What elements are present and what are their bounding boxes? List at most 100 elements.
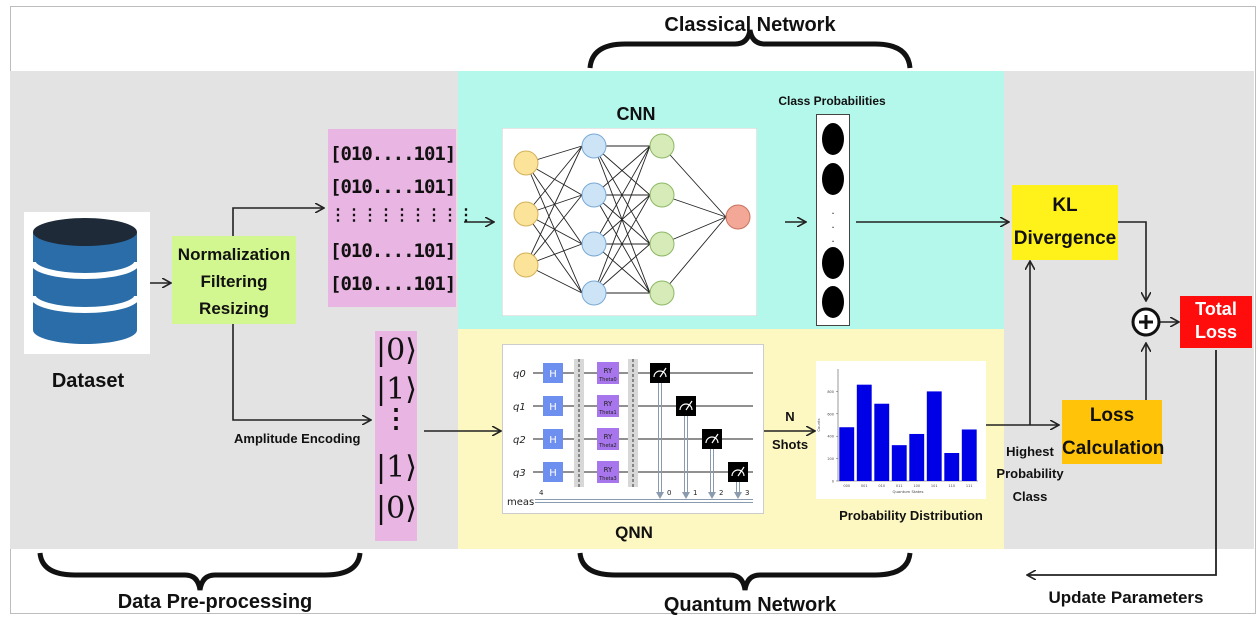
- chart-bar: [926, 391, 942, 481]
- probability-node: [822, 286, 844, 318]
- ry-gate: [597, 395, 619, 417]
- data-preprocessing-brace: [37, 552, 363, 591]
- loss-calculation-box: Loss Calculation: [1062, 400, 1165, 464]
- loss-total-label: Loss: [1194, 322, 1237, 342]
- svg-text:.: .: [831, 231, 834, 245]
- hadamard-gate: [543, 363, 563, 383]
- binary-row-4: [010....101]: [330, 273, 456, 295]
- binary-row-dots: ⋮⋮⋮⋮⋮⋮⋮⋮⋮: [330, 205, 474, 224]
- ket-dots: ⋮: [383, 404, 409, 434]
- loss-label: Loss: [1089, 405, 1135, 426]
- chart-bar: [874, 403, 890, 481]
- chart-tick-label: 111: [966, 484, 973, 488]
- classical-network-title: Classical Network: [664, 14, 836, 36]
- highest-label: Highest: [1006, 444, 1054, 459]
- chart-tick-label: 100: [913, 484, 920, 488]
- neuron-node: [513, 252, 539, 278]
- preprocess-normalization: Normalization: [177, 245, 291, 264]
- update-parameters-arrow: [1028, 350, 1217, 575]
- chart-tick-label: 001: [861, 484, 868, 488]
- svg-text:2: 2: [719, 489, 723, 497]
- svg-text:RY: RY: [604, 466, 613, 474]
- binary-row-1: [010....101]: [330, 143, 456, 165]
- svg-text:RY: RY: [604, 433, 613, 441]
- probability-label: Probability: [996, 466, 1064, 481]
- ket-states-box: [375, 331, 417, 541]
- classical-network-brace: [587, 29, 913, 69]
- divergence-label: Divergence: [1013, 228, 1117, 249]
- svg-text:4: 4: [539, 489, 544, 497]
- neuron-node: [513, 150, 539, 176]
- binary-vectors-box: [328, 129, 456, 307]
- cnn-label: CNN: [616, 104, 656, 124]
- kl-to-sum-arrow: [1118, 221, 1146, 300]
- hadamard-gate: [543, 462, 563, 482]
- measure-gate: [676, 396, 696, 416]
- probability-node: [822, 247, 844, 279]
- neuron-node: [649, 133, 675, 159]
- svg-text:0: 0: [667, 489, 671, 497]
- ry-gate: [597, 428, 619, 450]
- preprocess-filtering: Filtering: [200, 272, 268, 291]
- calculation-label: Calculation: [1062, 438, 1165, 459]
- preprocess-to-encoding-arrow: [232, 324, 370, 420]
- class-label: Class: [1012, 489, 1048, 504]
- chart-tick-label: 011: [896, 484, 903, 488]
- quantum-network-title: Quantum Network: [663, 594, 837, 616]
- svg-text:Theta2: Theta2: [598, 443, 617, 449]
- preprocess-resizing: Resizing: [199, 299, 269, 318]
- classical-register-label: meas: [507, 497, 534, 508]
- chart-bar: [891, 445, 907, 481]
- ket-1-upper: |1⟩: [376, 372, 417, 407]
- database-icon: [24, 212, 150, 354]
- svg-text:RY: RY: [604, 367, 613, 375]
- binary-row-2: [010....101]: [330, 176, 456, 198]
- data-preprocessing-title: Data Pre-processing: [117, 591, 313, 613]
- neuron-node: [581, 182, 607, 208]
- svg-text:400: 400: [827, 435, 834, 439]
- total-loss-box: Total Loss: [1180, 296, 1252, 348]
- svg-text:600: 600: [827, 412, 834, 416]
- neuron-node: [649, 231, 675, 257]
- svg-text:H: H: [549, 369, 557, 380]
- svg-text:.: .: [831, 217, 834, 231]
- svg-text:3: 3: [745, 489, 749, 497]
- qubit-label: q1: [513, 402, 526, 413]
- update-parameters-label: Update Parameters: [1048, 588, 1204, 607]
- measure-gate: [702, 429, 722, 449]
- preprocess-box: Normalization Filtering Resizing: [172, 236, 296, 324]
- measure-gate: [728, 462, 748, 482]
- quantum-network-brace: [577, 552, 913, 591]
- svg-text:Theta1: Theta1: [598, 410, 617, 416]
- probability-distribution-label: Probability Distribution: [839, 508, 983, 523]
- chart-y-axis-label: Counts: [816, 418, 821, 431]
- chart-bar: [839, 427, 855, 481]
- svg-text:H: H: [549, 402, 557, 413]
- neuron-node: [581, 231, 607, 257]
- svg-text:0: 0: [832, 480, 834, 484]
- svg-text:1: 1: [693, 489, 697, 497]
- probability-node: [822, 163, 844, 195]
- neuron-node: [581, 133, 607, 159]
- probability-node: [822, 123, 844, 155]
- chart-bar: [856, 384, 872, 481]
- chart-x-axis-label: Quantum States: [893, 489, 924, 494]
- svg-text:H: H: [549, 468, 557, 479]
- binary-row-3: [010....101]: [330, 240, 456, 262]
- hadamard-gate: [543, 429, 563, 449]
- preprocess-to-binary-arrow: [232, 208, 323, 236]
- measure-gate: [650, 363, 670, 383]
- qubit-label: q2: [513, 435, 526, 446]
- ket-1-lower: |1⟩: [376, 450, 417, 485]
- kl-divergence-box: KL Divergence: [1012, 185, 1118, 260]
- qubit-label: q0: [513, 369, 526, 380]
- svg-text:Theta3: Theta3: [598, 476, 617, 482]
- n-label: N: [785, 409, 795, 424]
- amplitude-encoding-label: Amplitude Encoding: [234, 431, 361, 446]
- total-label: Total: [1195, 299, 1237, 319]
- dataset-label: Dataset: [51, 370, 125, 392]
